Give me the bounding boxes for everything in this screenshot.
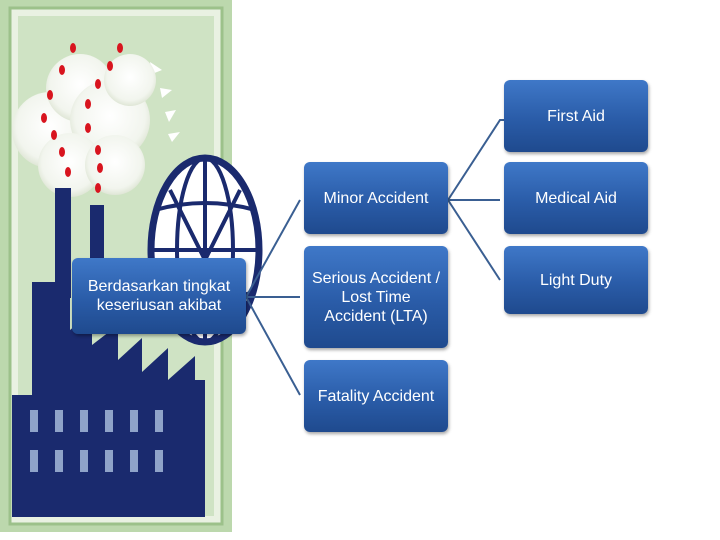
factory-windows bbox=[30, 410, 163, 472]
connectors bbox=[245, 119, 512, 396]
root-node: Berdasarkan tingkat keseriusan akibat bbox=[72, 258, 246, 334]
medical-aid-node: Medical Aid bbox=[504, 162, 648, 234]
light-duty-label: Light Duty bbox=[539, 271, 613, 289]
fatality-accident-label: Fatality Accident bbox=[317, 387, 435, 405]
fatality-accident-node: Fatality Accident bbox=[304, 360, 448, 432]
root-node-label: Berdasarkan tingkat keseriusan akibat bbox=[87, 278, 231, 314]
serious-accident-node: Serious Accident / Lost Time Accident (L… bbox=[304, 246, 448, 348]
minor-accident-node: Minor Accident bbox=[304, 162, 448, 234]
smoke-dots bbox=[41, 43, 123, 193]
medical-aid-label: Medical Aid bbox=[535, 189, 617, 207]
serious-accident-label: Serious Accident / Lost Time Accident (L… bbox=[311, 269, 441, 325]
first-aid-label: First Aid bbox=[547, 107, 605, 125]
minor-accident-label: Minor Accident bbox=[323, 189, 429, 207]
first-aid-node: First Aid bbox=[504, 80, 648, 152]
smoke-clouds bbox=[12, 54, 156, 197]
light-duty-node: Light Duty bbox=[504, 246, 648, 314]
